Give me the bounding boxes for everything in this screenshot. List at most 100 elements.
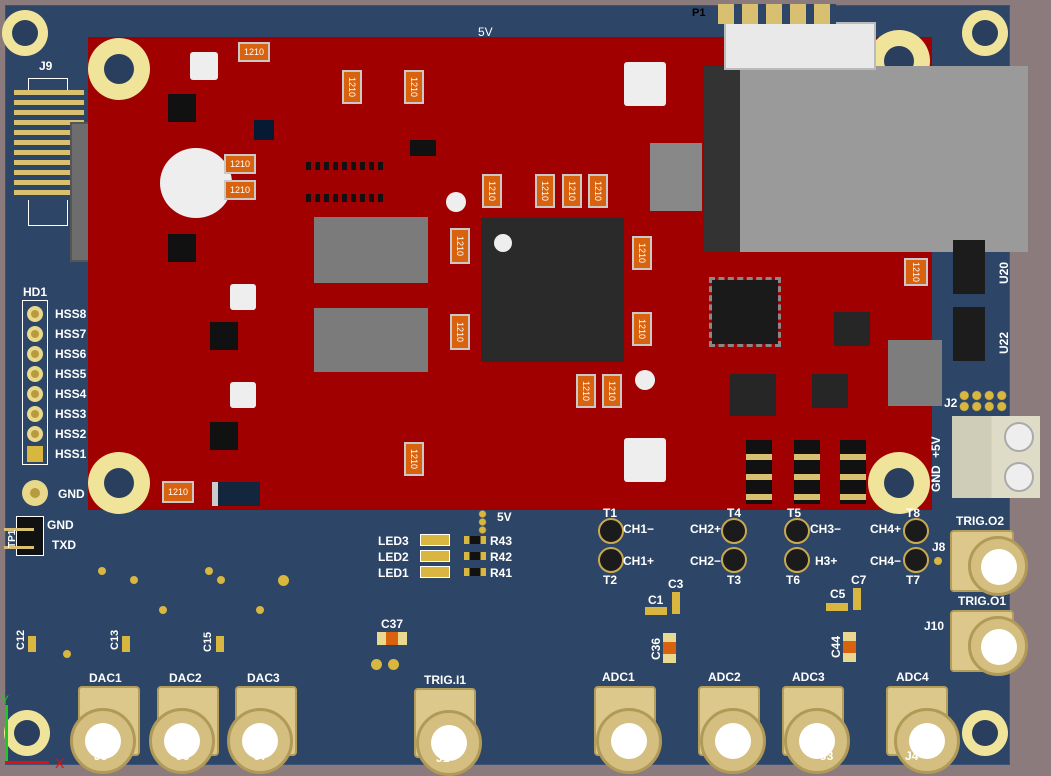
label-u22: U22	[997, 331, 1011, 354]
sma-dac2[interactable]	[149, 686, 219, 774]
sma-trig-o2[interactable]	[950, 530, 1028, 596]
label-t8: T8	[906, 506, 921, 520]
test-point-t2[interactable]	[598, 547, 624, 573]
label-c1: C1	[648, 593, 664, 607]
push-button[interactable]	[624, 438, 666, 482]
via	[934, 557, 942, 565]
sma-dac3[interactable]	[227, 686, 297, 774]
mounting-hole	[962, 10, 1008, 56]
transistor	[410, 140, 436, 156]
sma-adc3[interactable]	[782, 686, 850, 774]
pcb-part	[12, 20, 38, 46]
plated-hole	[27, 326, 43, 342]
label-j3: J3	[820, 749, 834, 763]
jumper-header[interactable]	[794, 440, 820, 504]
usb-connector	[888, 340, 942, 406]
label-5v: 5V	[497, 510, 512, 524]
via	[98, 567, 106, 575]
mounting-hole	[4, 710, 50, 756]
mounting-hole	[88, 452, 150, 514]
plated-hole	[22, 480, 48, 506]
c5	[826, 603, 848, 611]
capacitor-1210: 1210	[238, 42, 270, 62]
label-hss5: HSS5	[55, 367, 87, 381]
pcb-part	[981, 629, 1017, 665]
pcb-part	[884, 468, 914, 498]
led	[190, 52, 218, 80]
c1	[645, 607, 667, 615]
label-led3: LED3	[378, 534, 409, 548]
pcb-part	[31, 410, 39, 418]
label-hss3: HSS3	[55, 407, 87, 421]
label-j9: J9	[39, 59, 53, 73]
via	[130, 576, 138, 584]
pcb-part	[227, 708, 293, 774]
capacitor-1210: 1210	[342, 70, 362, 104]
sma-adc2[interactable]	[698, 686, 766, 774]
label-t3: T3	[727, 573, 742, 587]
tp-header	[16, 516, 44, 556]
sma-dac1[interactable]	[70, 686, 140, 774]
sma-trig-o1[interactable]	[950, 610, 1028, 676]
via	[388, 659, 399, 670]
sma-adc4[interactable]	[886, 686, 960, 774]
pcb-part	[981, 549, 1017, 585]
label-hss8: HSS8	[55, 307, 87, 321]
test-point-t1[interactable]	[598, 518, 624, 544]
sma-adc1[interactable]	[594, 686, 662, 774]
pcb-part	[611, 723, 647, 759]
label-j1: J1	[436, 751, 450, 765]
pcb-part	[31, 330, 39, 338]
test-point-t3[interactable]	[721, 547, 747, 573]
label-c36: C36	[649, 637, 663, 660]
test-point-t8[interactable]	[903, 518, 929, 544]
pcb-part	[894, 708, 960, 774]
regulator-u20	[953, 240, 985, 294]
label-gnd-power: GND	[929, 465, 943, 492]
rj45-connector	[704, 66, 1028, 252]
label-ch1-plus: CH1+	[623, 554, 655, 568]
r42	[464, 552, 486, 560]
push-button[interactable]	[624, 62, 666, 106]
ic	[254, 120, 274, 140]
regulator-u22	[953, 307, 985, 361]
pcb-part	[31, 370, 39, 378]
capacitor-1210: 1210	[602, 374, 622, 408]
capacitor-1210: 1210	[450, 314, 470, 350]
label-hss7: HSS7	[55, 327, 87, 341]
label-hd1: HD1	[23, 285, 48, 299]
inductor	[314, 217, 428, 283]
test-point-t6[interactable]	[784, 547, 810, 573]
capacitor-1210: 1210	[224, 180, 256, 200]
label-ch3-minus: CH3−	[810, 522, 842, 536]
screw-icon	[1004, 462, 1034, 492]
c37	[377, 632, 407, 645]
label-5v-power: +5V	[929, 436, 943, 458]
sma-trig-i1[interactable]	[414, 688, 482, 776]
test-point-t5[interactable]	[784, 518, 810, 544]
p1-pins	[718, 4, 836, 24]
ic	[168, 234, 196, 262]
mounting-hole	[868, 452, 930, 514]
ic	[812, 374, 848, 408]
jumper-header[interactable]	[746, 440, 772, 504]
label-hss4: HSS4	[55, 387, 87, 401]
ic	[168, 94, 196, 122]
label-trig-o1: TRIG.O1	[958, 594, 1007, 608]
ic	[210, 422, 238, 450]
label-dac3: DAC3	[247, 671, 280, 685]
label-gnd: GND	[58, 487, 85, 501]
label-hss1: HSS1	[55, 447, 87, 461]
label-hss2: HSS2	[55, 427, 87, 441]
capacitor-1210: 1210	[562, 174, 582, 208]
jumper-header[interactable]	[840, 440, 866, 504]
pcb-part	[700, 708, 766, 774]
label-t4: T4	[727, 506, 742, 520]
c36	[663, 633, 676, 663]
via	[256, 606, 264, 614]
test-point-t7[interactable]	[903, 547, 929, 573]
test-point-t4[interactable]	[721, 518, 747, 544]
label-t7: T7	[906, 573, 921, 587]
j2-header	[958, 390, 1008, 412]
label-c44: C44	[829, 635, 843, 658]
